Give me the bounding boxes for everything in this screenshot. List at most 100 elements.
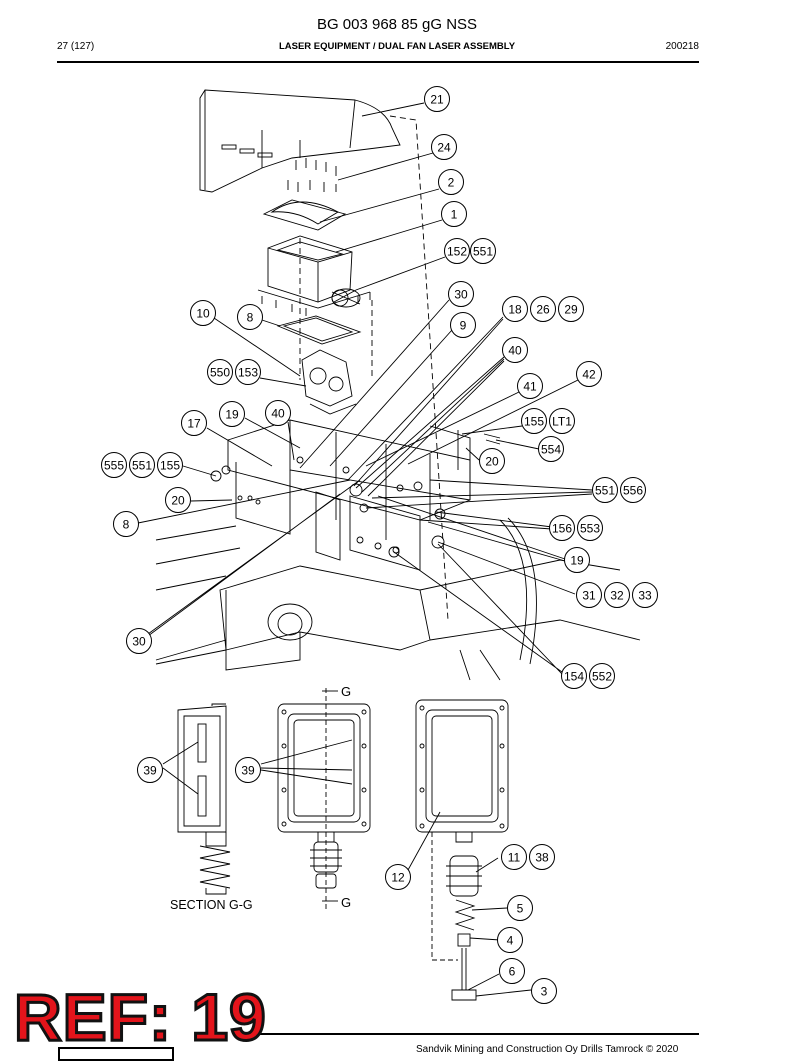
svg-text:553: 553 bbox=[580, 522, 600, 536]
callout-lt1: LT1 bbox=[549, 408, 575, 434]
callout-41: 41 bbox=[517, 373, 543, 399]
page-title: LASER EQUIPMENT / DUAL FAN LASER ASSEMBL… bbox=[278, 41, 516, 52]
callout-19: 19 bbox=[564, 547, 590, 573]
callout-552: 552 bbox=[589, 663, 615, 689]
svg-text:12: 12 bbox=[391, 871, 405, 885]
svg-text:39: 39 bbox=[241, 764, 255, 778]
svg-text:20: 20 bbox=[485, 455, 499, 469]
callout-32: 32 bbox=[604, 582, 630, 608]
callout-33: 33 bbox=[632, 582, 658, 608]
callout-40: 40 bbox=[265, 400, 291, 426]
svg-text:555: 555 bbox=[104, 459, 124, 473]
callout-551: 551 bbox=[470, 238, 496, 264]
svg-text:11: 11 bbox=[508, 851, 521, 865]
callout-3: 3 bbox=[531, 978, 557, 1004]
svg-text:6: 6 bbox=[509, 965, 516, 979]
document-number: BG 003 968 85 gG NSS bbox=[316, 16, 478, 33]
section-mark-top: G bbox=[341, 684, 351, 699]
svg-text:153: 153 bbox=[238, 366, 258, 380]
svg-text:39: 39 bbox=[143, 764, 157, 778]
callout-551: 551 bbox=[592, 477, 618, 503]
svg-text:24: 24 bbox=[437, 141, 451, 155]
svg-text:31: 31 bbox=[582, 589, 596, 603]
exploded-guide-line bbox=[431, 832, 458, 961]
callout-38: 38 bbox=[529, 844, 555, 870]
svg-text:40: 40 bbox=[508, 344, 522, 358]
svg-text:26: 26 bbox=[536, 303, 550, 317]
svg-text:30: 30 bbox=[454, 288, 468, 302]
callout-19: 19 bbox=[219, 401, 245, 427]
svg-text:17: 17 bbox=[187, 417, 201, 431]
svg-text:18: 18 bbox=[508, 303, 522, 317]
svg-text:4: 4 bbox=[507, 934, 514, 948]
cable-gland-part bbox=[331, 288, 361, 308]
svg-text:5: 5 bbox=[517, 902, 524, 916]
svg-text:556: 556 bbox=[623, 484, 643, 498]
callout-12: 12 bbox=[385, 864, 411, 890]
svg-text:19: 19 bbox=[225, 408, 239, 422]
callout-5: 5 bbox=[507, 895, 533, 921]
callout-153: 153 bbox=[235, 359, 261, 385]
callout-20: 20 bbox=[165, 487, 191, 513]
svg-text:1: 1 bbox=[451, 208, 458, 222]
svg-text:38: 38 bbox=[535, 851, 549, 865]
page-number: 27 (127) bbox=[57, 41, 95, 52]
callout-18: 18 bbox=[502, 296, 528, 322]
svg-text:551: 551 bbox=[595, 484, 615, 498]
callout-26: 26 bbox=[530, 296, 556, 322]
svg-text:155: 155 bbox=[524, 415, 544, 429]
callout-553: 553 bbox=[577, 515, 603, 541]
callout-152: 152 bbox=[444, 238, 470, 264]
callout-24: 24 bbox=[431, 134, 457, 160]
callout-551: 551 bbox=[129, 452, 155, 478]
callout-10: 10 bbox=[190, 300, 216, 326]
svg-text:42: 42 bbox=[582, 368, 596, 382]
callout-155: 155 bbox=[157, 452, 183, 478]
callout-4: 4 bbox=[497, 927, 523, 953]
footer-copyright: Sandvik Mining and Construction Oy Drill… bbox=[416, 1044, 679, 1055]
window-glass-part bbox=[262, 199, 347, 231]
svg-text:8: 8 bbox=[123, 518, 130, 532]
boom-structure bbox=[155, 517, 641, 681]
svg-text:19: 19 bbox=[570, 554, 584, 568]
svg-text:9: 9 bbox=[460, 319, 467, 333]
callout-30: 30 bbox=[448, 281, 474, 307]
svg-text:554: 554 bbox=[541, 443, 561, 457]
callout-6: 6 bbox=[499, 958, 525, 984]
callout-40: 40 bbox=[502, 337, 528, 363]
callout-154: 154 bbox=[561, 663, 587, 689]
svg-text:550: 550 bbox=[210, 366, 230, 380]
svg-text:32: 32 bbox=[610, 589, 624, 603]
date-code: 200218 bbox=[665, 41, 699, 52]
svg-text:10: 10 bbox=[196, 307, 210, 321]
callout-20: 20 bbox=[479, 448, 505, 474]
callout-556: 556 bbox=[620, 477, 646, 503]
callout-11: 11 bbox=[501, 844, 527, 870]
callout-550: 550 bbox=[207, 359, 233, 385]
callout-9: 9 bbox=[450, 312, 476, 338]
gasket-part bbox=[276, 315, 362, 345]
callout-31: 31 bbox=[576, 582, 602, 608]
assembly-guide-line bbox=[299, 115, 449, 621]
callout-156: 156 bbox=[549, 515, 575, 541]
header-rule bbox=[57, 61, 699, 63]
section-mark-bottom: G bbox=[341, 895, 351, 910]
svg-text:154: 154 bbox=[564, 670, 584, 684]
callout-8: 8 bbox=[237, 304, 263, 330]
svg-text:41: 41 bbox=[523, 380, 537, 394]
svg-text:152: 152 bbox=[447, 245, 467, 259]
svg-text:551: 551 bbox=[132, 459, 152, 473]
laser-box-part bbox=[257, 235, 371, 316]
callout-555: 555 bbox=[101, 452, 127, 478]
svg-text:20: 20 bbox=[171, 494, 185, 508]
laser-cover-part bbox=[199, 89, 401, 193]
reference-stamp: REF: 19 bbox=[13, 980, 268, 1054]
box-front-view-part bbox=[277, 703, 371, 889]
svg-text:3: 3 bbox=[541, 985, 548, 999]
svg-text:33: 33 bbox=[638, 589, 652, 603]
svg-text:551: 551 bbox=[473, 245, 493, 259]
callout-554: 554 bbox=[538, 436, 564, 462]
svg-text:21: 21 bbox=[430, 93, 444, 107]
callout-39: 39 bbox=[137, 757, 163, 783]
